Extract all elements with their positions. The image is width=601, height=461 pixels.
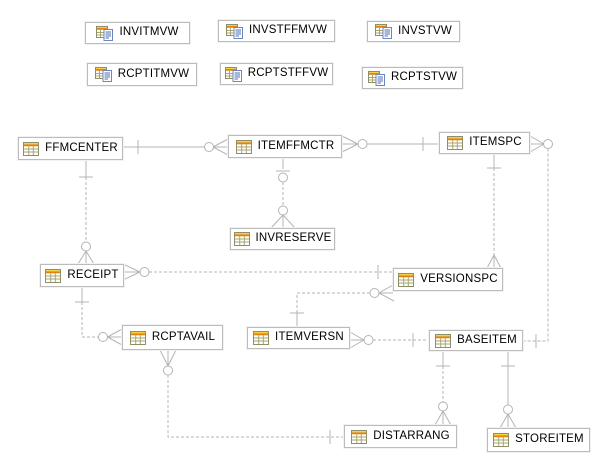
node-label: INVITMVW [119, 26, 179, 39]
table-icon [253, 331, 269, 345]
view-icon [225, 67, 242, 82]
table-icon [447, 136, 463, 150]
node-label: VERSIONSPC [420, 272, 498, 285]
view-invstvw[interactable]: INVSTVW [367, 21, 460, 42]
view-icon [226, 24, 243, 39]
connector-itemversn-baseitem[interactable] [349, 331, 429, 349]
connector-ffmcenter-receipt[interactable] [77, 160, 95, 265]
table-itemspc[interactable]: ITEMSPC [439, 132, 530, 154]
node-label: INVSTVW [398, 24, 452, 37]
view-invstffmvw[interactable]: INVSTFFMVW [218, 20, 335, 42]
connector-receipt-rcptavail[interactable] [75, 287, 123, 346]
connector-ffmcenter-itemffmctr[interactable] [123, 138, 229, 156]
node-label: RECEIPT [67, 268, 119, 281]
table-itemversn[interactable]: ITEMVERSN [247, 327, 350, 349]
node-label: INVSTFFMVW [248, 24, 328, 37]
connector-itemffmctr-invreserve[interactable] [270, 158, 296, 229]
table-ffmcenter[interactable]: FFMCENTER [18, 137, 123, 160]
view-rcptitmvw[interactable]: RCPTITMVW [87, 63, 197, 86]
connector-rcptavail-distarrang[interactable] [159, 349, 344, 444]
table-itemffmctr[interactable]: ITEMFFMCTR [228, 135, 342, 158]
node-label: ITEMSPC [469, 136, 522, 149]
view-icon [95, 67, 112, 82]
connector-itemspc-baseitem[interactable] [523, 135, 553, 348]
connector-baseitem-distarrang[interactable] [434, 351, 452, 426]
node-label: DISTARRANG [373, 429, 450, 442]
view-invitmvw[interactable]: INVITMVW [85, 22, 190, 44]
connector-itemversn-versionspc[interactable] [290, 284, 395, 327]
node-label: BASEITEM [457, 333, 517, 346]
connector-receipt-versionspc[interactable] [123, 264, 393, 280]
table-icon [398, 273, 414, 287]
table-icon [435, 334, 451, 348]
table-storeitem[interactable]: STOREITEM [487, 428, 590, 452]
table-icon [23, 142, 39, 156]
node-label: INVRESERVE [255, 232, 332, 245]
table-icon [236, 140, 252, 154]
table-baseitem[interactable]: BASEITEM [429, 330, 523, 351]
node-label: STOREITEM [515, 433, 584, 446]
view-icon [368, 71, 385, 86]
connector-baseitem-storeitem[interactable] [499, 351, 517, 429]
table-icon [234, 232, 250, 246]
view-icon [96, 26, 113, 41]
view-icon [375, 24, 392, 39]
node-label: RCPTSTVW [390, 71, 458, 84]
node-label: RCPTSTFFVW [247, 67, 329, 80]
table-invreserve[interactable]: INVRESERVE [230, 228, 335, 250]
table-versionspc[interactable]: VERSIONSPC [393, 268, 503, 291]
node-label: FFMCENTER [45, 141, 118, 154]
view-rcptstvw[interactable]: RCPTSTVW [362, 67, 463, 89]
node-label: ITEMVERSN [275, 331, 344, 344]
table-rcptavail[interactable]: RCPTAVAIL [122, 325, 223, 350]
node-label: RCPTAVAIL [151, 330, 216, 343]
table-icon [45, 269, 61, 283]
table-icon [351, 430, 367, 444]
connector-itemffmctr-itemspc[interactable] [341, 135, 439, 153]
table-distarrang[interactable]: DISTARRANG [344, 425, 457, 448]
connector-itemspc-versionspc[interactable] [485, 154, 503, 271]
table-receipt[interactable]: RECEIPT [40, 264, 124, 287]
node-label: ITEMFFMCTR [257, 139, 335, 152]
view-rcptstffvw[interactable]: RCPTSTFFVW [220, 63, 333, 85]
table-icon [130, 331, 146, 345]
node-label: RCPTITMVW [117, 67, 190, 80]
table-icon [493, 433, 509, 447]
